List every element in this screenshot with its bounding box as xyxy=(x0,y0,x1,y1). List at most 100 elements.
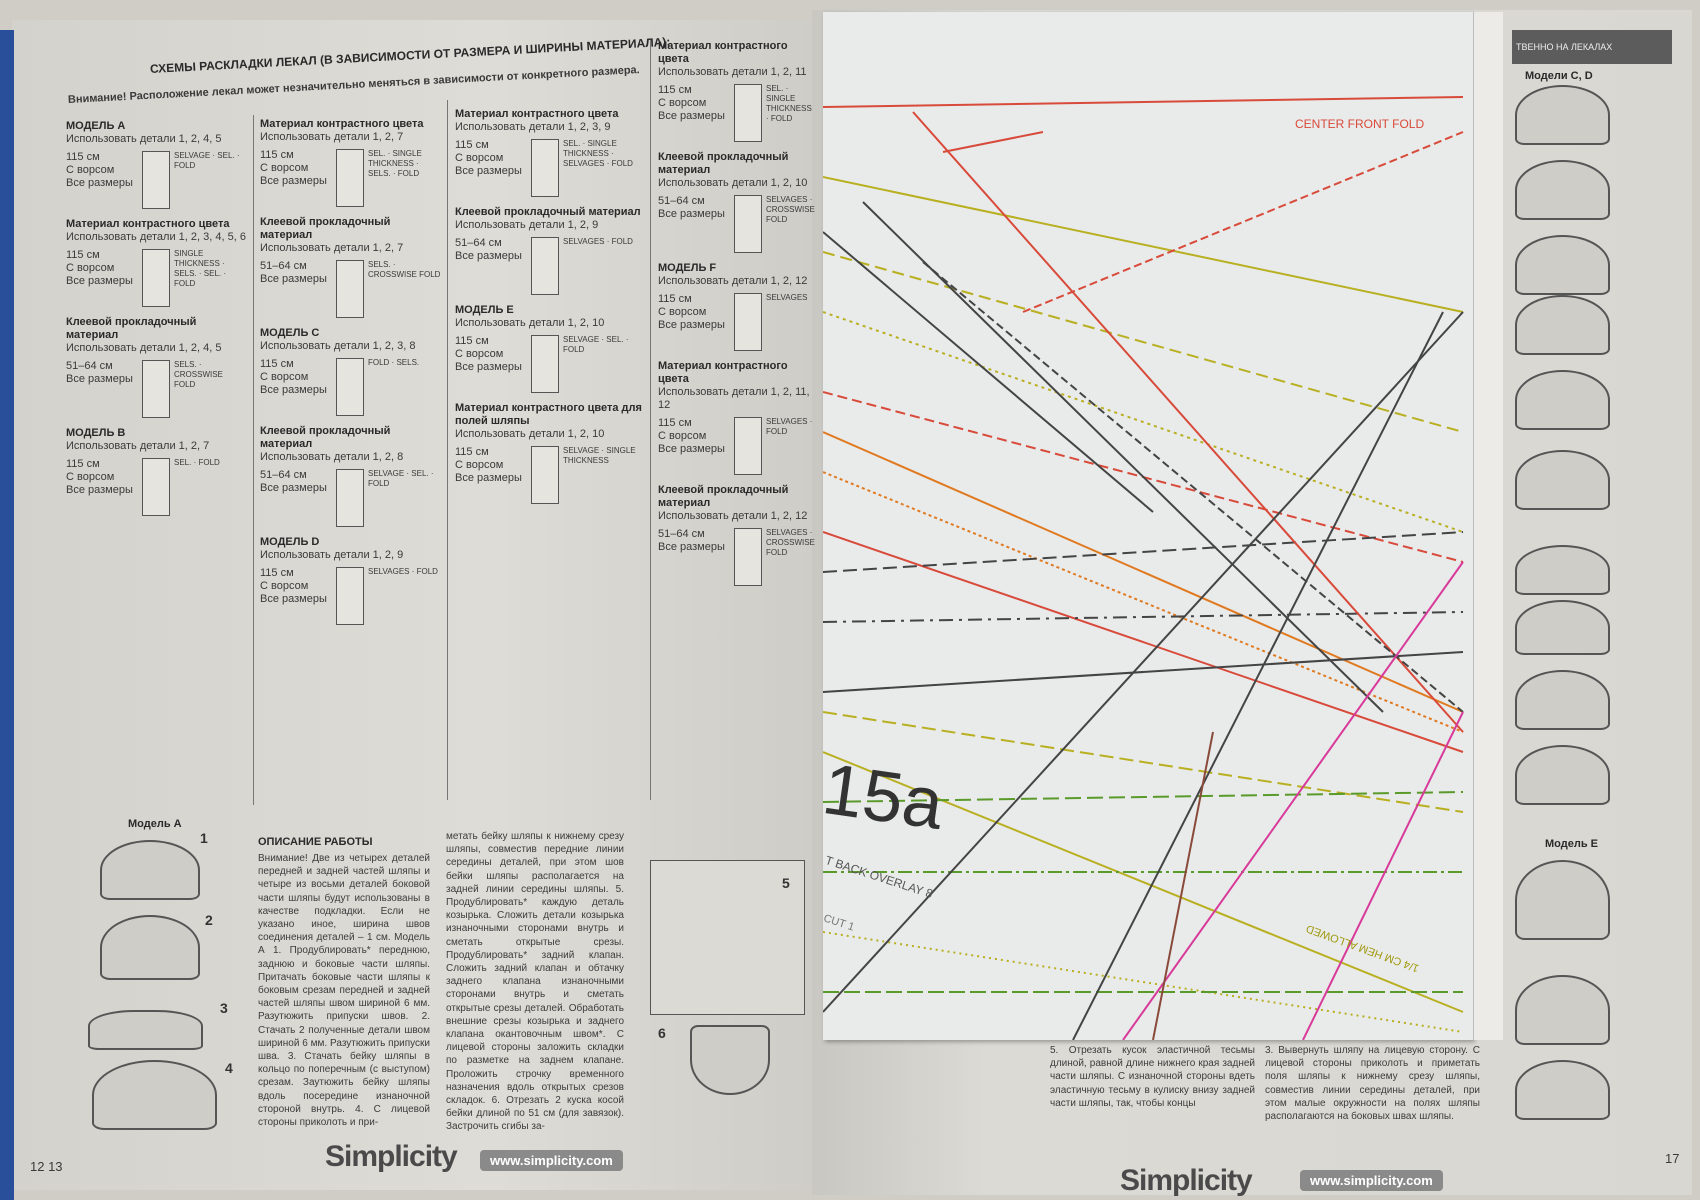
column-divider xyxy=(253,115,254,805)
layout-diagram xyxy=(531,335,559,393)
block-info: 51–64 см Все размеры xyxy=(260,469,327,494)
block-layout-row: 51–64 см Все размеры SELS. · CROSSWISE F… xyxy=(260,260,442,318)
layout-diagram xyxy=(142,249,170,307)
block-title: Материал контрастного цвета xyxy=(260,118,424,130)
layout-block: Клеевой прокладочный материал Использова… xyxy=(260,425,442,527)
layout-block: Клеевой прокладочный материал Использова… xyxy=(455,206,643,295)
layout-block: МОДЕЛЬ E Использовать детали 1, 2, 10 11… xyxy=(455,304,643,393)
illus-title: Модель A xyxy=(128,818,182,830)
layout-diagram xyxy=(531,237,559,295)
diagram-labels: SELVAGES · FOLD xyxy=(766,417,813,436)
layout-block: Клеевой прокладочный материал Использова… xyxy=(658,151,816,253)
block-use: Использовать детали 1, 2, 12 xyxy=(658,275,808,287)
block-title: Материал контрастного цвета xyxy=(658,40,788,65)
block-layout-row: 51–64 см Все размеры SELS. · CROSSWISE F… xyxy=(66,360,246,418)
block-layout-row: 51–64 см Все размеры SELVAGES · CROSSWIS… xyxy=(658,528,816,586)
block-title: МОДЕЛЬ E xyxy=(455,304,514,316)
hat-illustration xyxy=(1515,1060,1610,1120)
block-layout-row: 115 см С ворсом Все размеры SEL. · SINGL… xyxy=(260,149,442,207)
diagram-labels: SELVAGES · FOLD xyxy=(368,567,438,576)
block-use: Использовать детали 1, 2, 10 xyxy=(455,317,605,329)
hat-illustration xyxy=(1515,670,1610,730)
pattern-line xyxy=(922,261,1464,713)
block-use: Использовать детали 1, 2, 4, 5 xyxy=(66,133,222,145)
layout-diagram xyxy=(734,528,762,586)
layout-block: МОДЕЛЬ F Использовать детали 1, 2, 12 11… xyxy=(658,262,816,351)
layout-diagram xyxy=(531,446,559,504)
strip-header: ТВЕННО НА ЛЕКАЛАХ xyxy=(1512,30,1672,64)
pattern-line xyxy=(823,311,1464,1013)
page-numbers-left: 12 13 xyxy=(30,1159,63,1174)
block-use: Использовать детали 1, 2, 3, 9 xyxy=(455,121,611,133)
layout-diagram xyxy=(336,567,364,625)
layout-column: Материал контрастного цвета Использовать… xyxy=(658,40,816,586)
hat-illustration xyxy=(1515,85,1610,145)
diagram-labels: SEL. · SINGLE THICKNESS · SELS. · FOLD xyxy=(368,149,422,178)
layout-diagram xyxy=(336,149,364,207)
block-info: 115 см С ворсом Все размеры xyxy=(658,417,725,455)
block-use: Использовать детали 1, 2, 12 xyxy=(658,510,808,522)
simplicity-logo-right: Simplicity xyxy=(1120,1164,1253,1197)
hat-illustration xyxy=(1515,235,1610,295)
block-layout-row: 115 см С ворсом Все размеры SELVAGES · F… xyxy=(658,417,816,475)
block-use: Использовать детали 1, 2, 9 xyxy=(455,219,599,231)
pattern-line xyxy=(823,431,1464,713)
block-title: Клеевой прокладочный материал xyxy=(66,316,197,341)
diagram-labels: SELS. · CROSSWISE FOLD xyxy=(368,260,441,279)
pattern-line xyxy=(823,531,1464,753)
block-use: Использовать детали 1, 2, 7 xyxy=(66,440,210,452)
diagram-labels: SELVAGE · SEL. · FOLD xyxy=(563,335,629,354)
model-e-title: Модель E xyxy=(1545,838,1598,850)
block-title: МОДЕЛЬ D xyxy=(260,536,320,548)
block-info: 115 см С ворсом Все размеры xyxy=(658,293,725,331)
pattern-line xyxy=(823,471,1464,733)
block-layout-row: 115 см С ворсом Все размеры SELVAGES xyxy=(658,293,816,351)
step-5-illustration xyxy=(650,860,805,1015)
diagram-labels: SELVAGES xyxy=(766,293,808,302)
block-use: Использовать детали 1, 2, 3, 8 xyxy=(260,340,416,352)
block-layout-row: 115 см С ворсом Все размеры SEL. · SINGL… xyxy=(658,84,816,142)
right-text-col-1: 5. Отрезать кусок эластичной тесьмы длин… xyxy=(1050,1045,1255,1109)
diagram-labels: SELVAGE · SINGLE THICKNESS xyxy=(563,446,636,465)
block-title: Клеевой прокладочный материал xyxy=(260,425,391,450)
layout-block: Материал контрастного цвета Использовать… xyxy=(260,118,442,207)
block-layout-row: 51–64 см Все размеры SELVAGES · CROSSWIS… xyxy=(658,195,816,253)
block-layout-row: 115 см С ворсом Все размеры FOLD · SELS. xyxy=(260,358,442,416)
step-number: 3 xyxy=(220,1000,228,1016)
pattern-line xyxy=(823,651,1464,693)
pattern-line xyxy=(823,251,1464,433)
pattern-sheet: CENTER FRONT FOLD 15a T BACK OVERLAY 8 C… xyxy=(823,12,1473,1040)
layout-diagram xyxy=(734,293,762,351)
block-layout-row: 115 см С ворсом Все размеры SELVAGE · SE… xyxy=(66,151,246,209)
hat-illustration-1 xyxy=(100,840,200,900)
block-info: 115 см С ворсом Все размеры xyxy=(260,358,327,396)
layout-block: Клеевой прокладочный материал Использова… xyxy=(66,316,246,418)
block-use: Использовать детали 1, 2, 10 xyxy=(658,177,808,189)
block-title: Клеевой прокладочный материал xyxy=(455,206,641,218)
simplicity-url-left[interactable]: www.simplicity.com xyxy=(480,1150,623,1171)
block-layout-row: 115 см С ворсом Все размеры SEL. · SINGL… xyxy=(455,139,643,197)
block-info: 115 см С ворсом Все размеры xyxy=(658,84,725,122)
step-number: 6 xyxy=(658,1025,666,1041)
block-info: 115 см С ворсом Все размеры xyxy=(66,151,133,189)
layout-column: Материал контрастного цвета Использовать… xyxy=(455,108,643,504)
diagram-labels: SEL. · SINGLE THICKNESS · FOLD xyxy=(766,84,812,123)
layout-diagram xyxy=(142,360,170,418)
block-title: Клеевой прокладочный материал xyxy=(658,151,789,176)
layout-diagram xyxy=(142,151,170,209)
pattern-line xyxy=(823,531,1464,573)
block-title: МОДЕЛЬ F xyxy=(658,262,717,274)
block-use: Использовать детали 1, 2, 4, 5 xyxy=(66,342,222,354)
layout-block: МОДЕЛЬ B Использовать детали 1, 2, 7 115… xyxy=(66,427,246,516)
layout-block: МОДЕЛЬ D Использовать детали 1, 2, 9 115… xyxy=(260,536,442,625)
block-info: 51–64 см Все размеры xyxy=(66,360,133,385)
diagram-labels: SELVAGES · CROSSWISE FOLD xyxy=(766,528,815,557)
simplicity-url-right[interactable]: www.simplicity.com xyxy=(1300,1170,1443,1191)
pattern-line xyxy=(823,231,1154,513)
step-6-illustration xyxy=(690,1025,770,1095)
block-use: Использовать детали 1, 2, 3, 4, 5, 6 xyxy=(66,231,246,243)
hat-illustration-2 xyxy=(100,915,200,980)
pattern-line xyxy=(823,611,1464,623)
block-layout-row: 115 см С ворсом Все размеры SELVAGES · F… xyxy=(260,567,442,625)
hat-illustration xyxy=(1515,450,1610,510)
